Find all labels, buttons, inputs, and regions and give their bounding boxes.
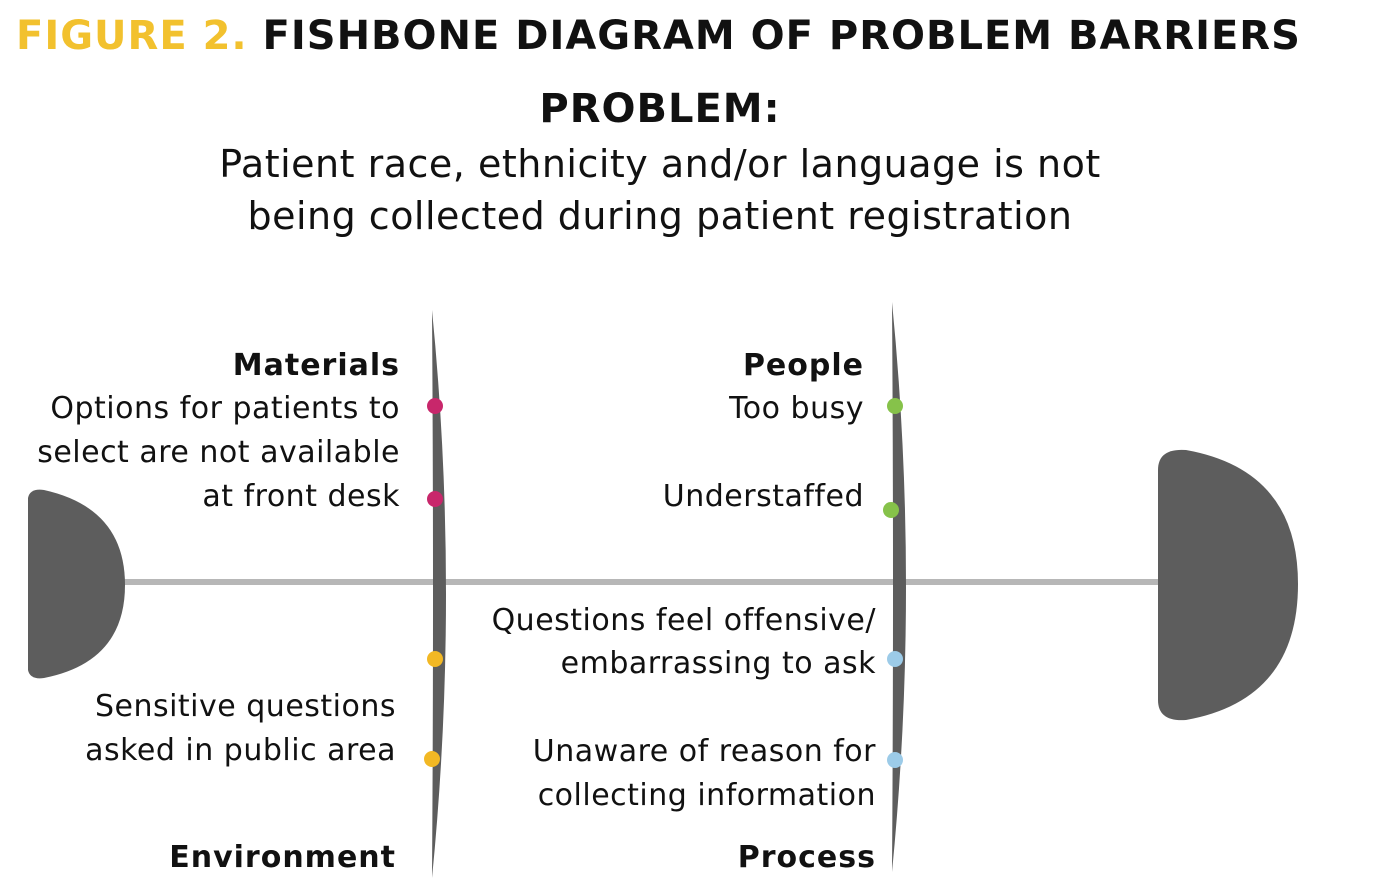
people-cause-1: Too busy [729, 391, 864, 426]
figure-label: FIGURE 2. [16, 13, 248, 59]
category-environment: Environment [169, 840, 396, 875]
process-cause-dot [887, 651, 903, 667]
process-cause-2-line-1: Unaware of reason for [532, 734, 876, 769]
rib-right [892, 302, 906, 872]
problem-statement-line-1: Patient race, ethnicity and/or language … [219, 142, 1101, 186]
environment-cause-line-1: Sensitive questions [94, 689, 396, 724]
category-process: Process [737, 840, 876, 875]
people-cause-2: Understaffed [662, 479, 864, 514]
materials-cause-line-2: select are not available [37, 435, 400, 470]
environment-cause-dot [424, 751, 440, 767]
materials-cause-line-1: Options for patients to [50, 391, 400, 426]
fish-tail [28, 489, 125, 679]
problem-statement-line-2: being collected during patient registrat… [247, 194, 1073, 238]
people-cause-dot [883, 502, 899, 518]
environment-cause-dot [427, 651, 443, 667]
figure-title-text: FISHBONE DIAGRAM OF PROBLEM BARRIERS [262, 13, 1301, 59]
rib-left [432, 310, 446, 878]
people-cause-dot [887, 398, 903, 414]
process-cause-1-line-1: Questions feel offensive/ [491, 603, 876, 638]
process-cause-dot [887, 752, 903, 768]
problem-heading: PROBLEM: [539, 86, 781, 132]
process-cause-2-line-2: collecting information [537, 778, 876, 813]
process-cause-1-line-2: embarrassing to ask [560, 646, 876, 681]
materials-cause-line-3: at front desk [202, 479, 400, 514]
fish-head [1158, 449, 1298, 721]
figure-title: FIGURE 2. FISHBONE DIAGRAM OF PROBLEM BA… [16, 12, 1301, 60]
category-materials: Materials [232, 348, 400, 383]
environment-cause-line-2: asked in public area [85, 733, 396, 768]
category-people: People [742, 348, 864, 383]
materials-cause-dot [427, 398, 443, 414]
materials-cause-dot [427, 491, 443, 507]
